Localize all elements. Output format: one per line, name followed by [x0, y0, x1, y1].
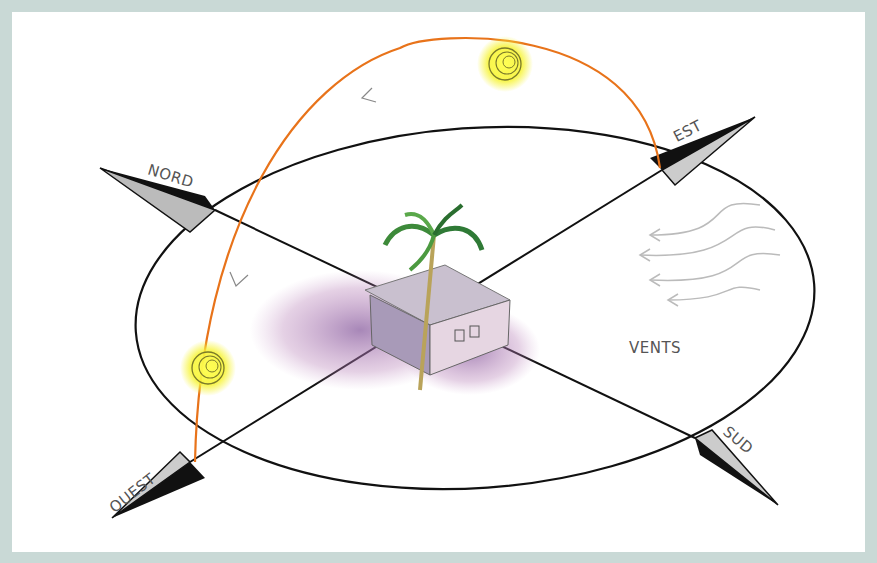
wind-lines: [640, 203, 780, 306]
compass-needle: [100, 117, 778, 518]
wind-label: VENTS: [629, 341, 681, 356]
palm-tree: [385, 205, 482, 390]
house: [250, 265, 540, 395]
sun: [180, 36, 533, 396]
